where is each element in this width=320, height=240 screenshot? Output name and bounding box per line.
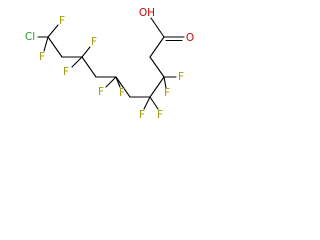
bond-c10-f-bottom [44, 37, 48, 51]
atom-f: F [91, 36, 97, 48]
atom-f: F [164, 87, 170, 99]
skeleton-bonds [48, 18, 184, 97]
atom-f: F [63, 66, 69, 78]
chemical-structure: Cl F F F F F F F F F F OH O [0, 0, 235, 163]
atom-f: F [178, 71, 184, 83]
bond-c2-c1 [150, 37, 164, 57]
bond-c8-f-left [72, 57, 82, 67]
atom-oh: OH [139, 7, 155, 19]
bond-c4-f-bottom-left [144, 97, 150, 109]
bond-c10-f-top [48, 25, 58, 37]
atom-f: F [139, 109, 145, 121]
substituent-bonds [38, 25, 176, 109]
bond-c8-c7 [82, 57, 96, 77]
atom-f: F [157, 109, 163, 121]
bond-c10-c9 [48, 37, 62, 57]
bond-c1-oh [151, 18, 164, 37]
atom-cl: Cl [25, 31, 35, 43]
atom-f: F [119, 87, 125, 99]
atom-f: F [98, 86, 104, 98]
atom-o: O [186, 32, 194, 44]
bond-c4-f-bottom-right [150, 97, 158, 109]
bond-c6-f-left [106, 77, 116, 87]
atom-f: F [39, 51, 45, 63]
bond-c3-c2 [150, 57, 164, 77]
atom-labels: Cl F F F F F F F F F F OH O [25, 7, 194, 121]
atom-f: F [59, 15, 65, 27]
structure-canvas: Cl F F F F F F F F F F OH O [0, 0, 235, 163]
bond-c4-c3 [150, 77, 164, 97]
bond-c8-f-top [82, 47, 90, 57]
